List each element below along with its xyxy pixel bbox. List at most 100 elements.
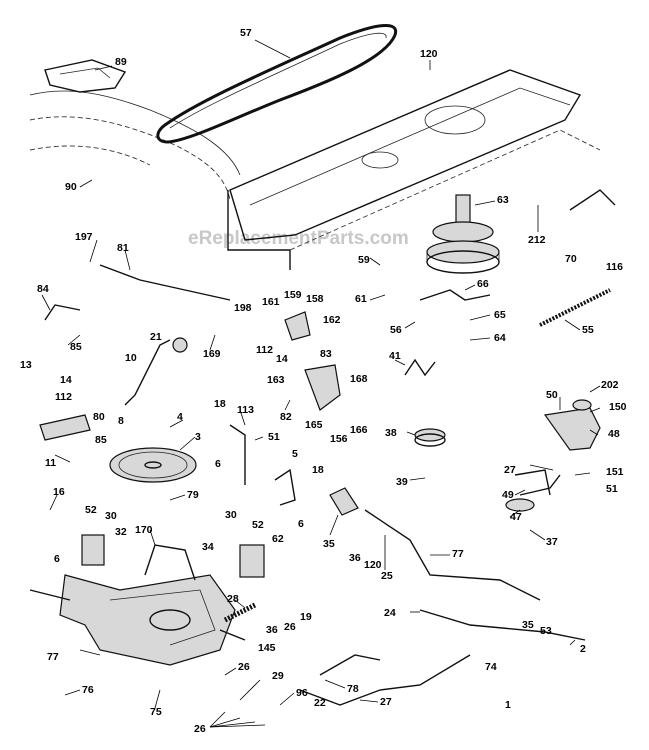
callout-151: 151 (606, 466, 624, 478)
callout-161: 161 (262, 296, 280, 308)
callout-25: 28 (227, 593, 239, 605)
callout-77-low: 26 (238, 661, 250, 673)
callout-1: 75 (150, 706, 162, 718)
callout-14-mid: 14 (276, 353, 288, 365)
bracket-113-part (229, 424, 246, 485)
callout-112-mid: 112 (256, 344, 273, 356)
callout-11: 11 (45, 457, 56, 469)
callout-156: 156 (330, 433, 348, 445)
callout-51-right: 51 (606, 483, 618, 495)
callout-10: 10 (125, 352, 137, 364)
callout-76: 22 (314, 697, 326, 709)
bracket-assembly-part (505, 399, 601, 512)
callout-26-mid: 36 (266, 624, 278, 636)
callout-52-mid: 62 (272, 533, 284, 545)
callout-32-mid: 30 (225, 509, 237, 521)
callout-82: 82 (280, 411, 292, 423)
bar-66-part (419, 289, 491, 301)
callout-145: 77 (47, 651, 59, 663)
callout-38: 38 (385, 427, 397, 439)
callout-21: 21 (150, 331, 162, 343)
callout-14-left: 14 (60, 374, 72, 386)
callout-57: 57 (240, 27, 252, 39)
callout-170: 170 (135, 524, 153, 536)
callout-5: 5 (292, 448, 298, 460)
transaxle-part (29, 574, 246, 666)
callout-8: 8 (118, 415, 124, 427)
callout-70: 70 (565, 253, 577, 265)
callout-64: 64 (494, 332, 506, 344)
callout-89: 89 (115, 56, 127, 68)
callout-163: 163 (267, 374, 285, 386)
callout-32-left: 32 (115, 526, 127, 538)
callout-80: 80 (93, 411, 105, 423)
callout-18-top: 18 (214, 398, 226, 410)
rod-84-part (44, 304, 81, 321)
rod-70-part (569, 189, 616, 211)
rod-170-part (144, 544, 196, 581)
spring-part (539, 288, 611, 327)
callout-168: 168 (350, 373, 368, 385)
callout-116: 116 (606, 261, 623, 273)
callout-169: 169 (203, 348, 221, 360)
callout-65: 65 (494, 309, 506, 321)
callout-49: 49 (502, 489, 514, 501)
rod-28-part (419, 609, 586, 641)
callout-6-top: 6 (215, 458, 221, 470)
callout-96: 76 (82, 684, 94, 696)
callout-48: 48 (608, 428, 620, 440)
callout-55: 55 (582, 324, 594, 336)
callout-39: 39 (396, 476, 408, 488)
callout-84: 84 (37, 283, 49, 295)
rod-22-part (299, 654, 471, 706)
callout-120-top: 120 (420, 48, 438, 60)
callout-50: 50 (546, 389, 558, 401)
callout-29: 78 (347, 683, 359, 695)
bracket-80-part (39, 414, 91, 441)
callout-85-left: 85 (95, 434, 107, 446)
callout-85-top: 85 (70, 341, 82, 353)
callout-198: 198 (234, 302, 252, 314)
callout-113: 113 (237, 404, 254, 416)
callout-79: 79 (187, 489, 199, 501)
callout-27-low: 1 (505, 699, 511, 711)
callout-120-right: 37 (546, 536, 558, 548)
leader-lines (41, 39, 601, 728)
callout-37: 77 (452, 548, 464, 560)
callout-36-right: 35 (522, 619, 534, 631)
callout-212: 212 (528, 234, 546, 246)
callout-16: 16 (53, 486, 65, 498)
callout-4: 4 (177, 411, 183, 423)
callout-90: 90 (65, 181, 77, 193)
engine-pulley-part (109, 447, 197, 483)
callout-2: 145 (258, 642, 276, 654)
callout-74: 29 (272, 670, 284, 682)
callout-78: 96 (296, 687, 308, 699)
fender-seat-part (29, 59, 241, 201)
callout-13: 13 (20, 359, 32, 371)
callout-19: 26 (284, 621, 296, 633)
rod-81-part (99, 264, 231, 301)
chassis-frame-part (227, 69, 601, 270)
callout-24: 19 (300, 611, 312, 623)
callout-47: 47 (510, 511, 522, 523)
callout-30-left: 30 (105, 510, 117, 522)
callout-162: 162 (323, 314, 341, 326)
callout-53: 2 (580, 643, 586, 655)
callout-197: 197 (75, 231, 93, 243)
callout-166: 166 (350, 424, 368, 436)
bracket-158-part (284, 311, 311, 341)
callout-77-left: 6 (54, 553, 60, 565)
shift-rod-part (364, 509, 541, 601)
callout-34: 25 (381, 570, 393, 582)
callout-75: 26 (194, 723, 206, 735)
callout-36-mid: 120 (364, 559, 382, 571)
center-pulley-part (426, 194, 500, 274)
callout-6-mid: 6 (298, 518, 304, 530)
callout-labels: 57 89 120 90 63 212 70 116 197 81 59 61 … (20, 27, 627, 735)
drive-belt-part (156, 23, 398, 144)
knob-part (172, 337, 188, 353)
callout-18-mid: 18 (312, 464, 324, 476)
callout-83: 83 (320, 348, 332, 360)
callout-62: 35 (323, 538, 335, 550)
